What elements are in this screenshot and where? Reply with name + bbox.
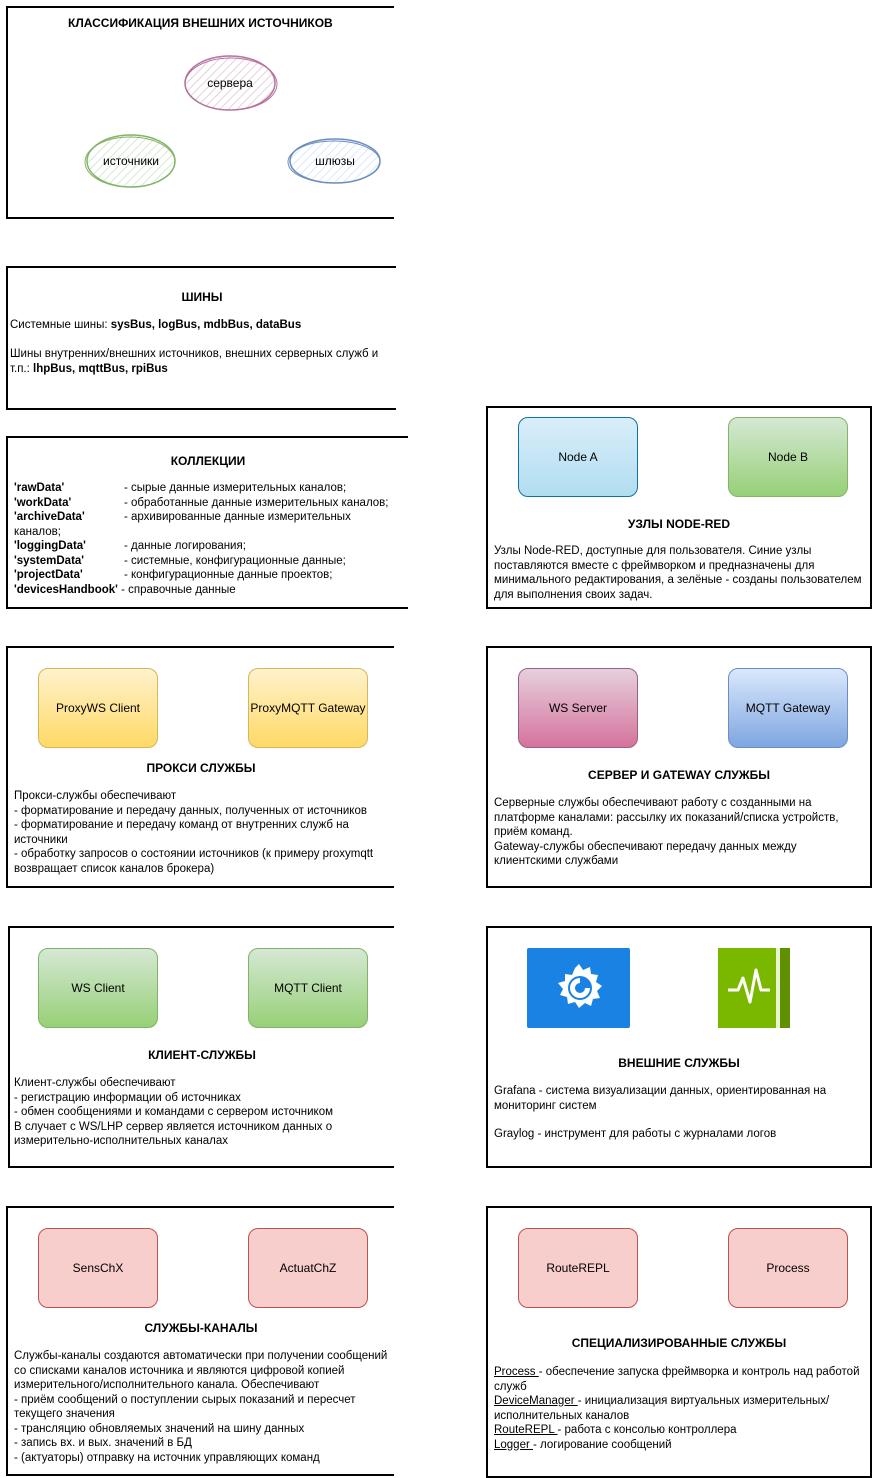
external-title: ВНЕШНИЕ СЛУЖБЫ — [618, 1056, 740, 1070]
sources-classification-panel: КЛАССИФИКАЦИЯ ВНЕШНИХ ИСТОЧНИКОВ сервера… — [6, 6, 394, 219]
specialized-item: RouteREPL - работа с консолью контроллер… — [494, 1424, 737, 1436]
collection-row: 'workData'- обработанные данные измерите… — [14, 496, 389, 509]
ws-server-node[interactable]: WS Server — [518, 668, 638, 748]
nodered-panel: Node A Node B УЗЛЫ NODE-RED Узлы Node-RE… — [486, 406, 872, 609]
specialized-text: Process - обеспечение запуска фреймворка… — [494, 1365, 862, 1452]
proxymqtt-gateway-node[interactable]: ProxyMQTT Gateway — [248, 668, 368, 748]
buses-title: ШИНЫ — [181, 290, 223, 304]
channels-title: СЛУЖБЫ-КАНАЛЫ — [144, 1321, 258, 1335]
system-buses-text: Системные шины: sysBus, logBus, mdbBus, … — [10, 319, 302, 331]
collection-row: 'archiveData'- архивированные данные изм… — [14, 511, 351, 523]
server-ellipse: сервера — [182, 53, 278, 113]
server-text: Серверные службы обеспечивают работу с с… — [494, 797, 839, 867]
grafana-icon[interactable] — [527, 948, 630, 1028]
collections-panel: КОЛЛЕКЦИИ 'rawData'- сырые данные измери… — [6, 436, 408, 609]
channels-text: Службы-каналы создаются автоматически пр… — [14, 1350, 388, 1464]
proxy-title: ПРОКСИ СЛУЖБЫ — [146, 761, 256, 775]
server-gateway-panel: WS Server MQTT Gateway СЕРВЕР И GATEWAY … — [486, 646, 872, 888]
client-text: Клиент-службы обеспечивают - регистрацию… — [14, 1077, 334, 1147]
collections-list: 'rawData'- сырые данные измерительных ка… — [14, 481, 408, 597]
proxyws-client-node[interactable]: ProxyWS Client — [38, 668, 158, 748]
internal-buses-text: Шины внутренних/внешних источников, внеш… — [10, 348, 379, 375]
proxy-text: Прокси-службы обеспечивают - форматирова… — [14, 790, 374, 875]
node-a[interactable]: Node A — [518, 417, 638, 497]
system-buses-list: sysBus, logBus, mdbBus, dataBus — [110, 319, 302, 331]
client-panel: WS Client MQTT Client КЛИЕНТ-СЛУЖБЫ Клие… — [8, 926, 394, 1168]
collections-title: КОЛЛЕКЦИИ — [170, 454, 246, 468]
sources-ellipse: источники — [84, 132, 178, 190]
collection-row: 'systemData'- системные, конфигурационны… — [14, 554, 346, 567]
collection-row: 'devicesHandbook' - справочные данные — [14, 583, 236, 596]
mqtt-gateway-node[interactable]: MQTT Gateway — [728, 668, 848, 748]
collection-row: каналов; — [14, 525, 61, 538]
channels-panel: SensChX ActuatChZ СЛУЖБЫ-КАНАЛЫ Службы-к… — [6, 1206, 394, 1476]
external-panel: ВНЕШНИЕ СЛУЖБЫ Grafana - система визуали… — [486, 926, 872, 1168]
nodered-title: УЗЛЫ NODE-RED — [627, 517, 731, 531]
specialized-item: DeviceManager - инициализация виртуальны… — [494, 1395, 830, 1422]
mqtt-client-node[interactable]: MQTT Client — [248, 948, 368, 1028]
buses-panel: ШИНЫ Системные шины: sysBus, logBus, mdb… — [6, 266, 396, 410]
server-label: сервера — [207, 76, 253, 90]
client-title: КЛИЕНТ-СЛУЖБЫ — [148, 1048, 256, 1062]
graylog-text: Graylog - инструмент для работы с журнал… — [494, 1128, 777, 1140]
collection-row: 'projectData'- конфигурационные данные п… — [14, 569, 333, 581]
sources-title: КЛАССИФИКАЦИЯ ВНЕШНИХ ИСТОЧНИКОВ — [68, 16, 333, 30]
specialized-item: Process - обеспечение запуска фреймворка… — [494, 1366, 860, 1393]
proxy-panel: ProxyWS Client ProxyMQTT Gateway ПРОКСИ … — [6, 646, 394, 888]
internal-buses-list: lhpBus, mqttBus, rpiBus — [33, 362, 168, 375]
nodered-text: Узлы Node-RED, доступные для пользовател… — [494, 545, 862, 601]
gateways-label: шлюзы — [315, 154, 355, 168]
specialized-title: СПЕЦИАЛИЗИРОВАННЫЕ СЛУЖБЫ — [571, 1336, 787, 1350]
specialized-panel: RouteREPL Process СПЕЦИАЛИЗИРОВАННЫЕ СЛУ… — [486, 1206, 872, 1478]
graylog-icon[interactable] — [718, 948, 790, 1028]
server-title: СЕРВЕР И GATEWAY СЛУЖБЫ — [588, 768, 770, 782]
specialized-item: Logger - логирование сообщений — [494, 1438, 672, 1451]
node-b[interactable]: Node B — [728, 417, 848, 497]
process-node[interactable]: Process — [728, 1228, 848, 1308]
collection-row: 'loggingData'- данные логирования; — [14, 540, 246, 552]
routerepl-node[interactable]: RouteREPL — [518, 1228, 638, 1308]
senschx-node[interactable]: SensChX — [38, 1228, 158, 1308]
actuatchz-node[interactable]: ActuatChZ — [248, 1228, 368, 1308]
collection-row: 'rawData'- сырые данные измерительных ка… — [14, 482, 347, 494]
grafana-text: Grafana - система визуализации данных, о… — [494, 1085, 827, 1112]
sources-label: источники — [102, 154, 159, 168]
gateways-ellipse: шлюзы — [287, 136, 383, 186]
ws-client-node[interactable]: WS Client — [38, 948, 158, 1028]
